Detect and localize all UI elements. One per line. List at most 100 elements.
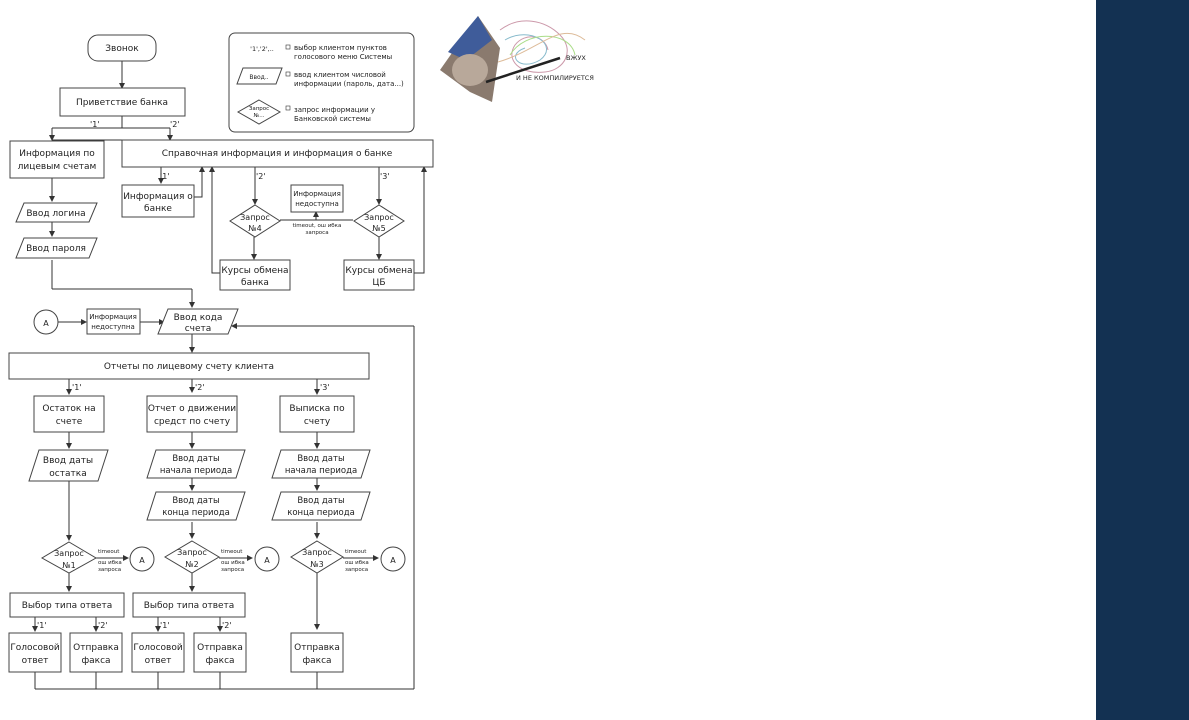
node-label: недоступна — [91, 323, 135, 331]
legend-symbol-query-b: №... — [254, 113, 265, 119]
edge-label-1: '1' — [160, 172, 170, 181]
node-label: №4 — [248, 224, 261, 233]
timeout-label-2: timeout ош ибка запроса — [221, 549, 245, 573]
scribble — [497, 32, 586, 63]
node-bal-date: Ввод даты остатка — [28, 449, 109, 482]
node-q5: Запрос №5 — [353, 204, 405, 238]
node-start-1: Ввод даты начала периода — [146, 449, 246, 479]
node-label: Запрос — [302, 548, 332, 557]
node-label: Ввод даты — [172, 496, 219, 506]
node-a-3: A — [380, 546, 406, 572]
legend-symbol-query-shape — [236, 99, 282, 125]
node-label: №3 — [310, 560, 323, 569]
timeout-text: timeout — [98, 549, 120, 555]
node-q4: Запрос №4 — [229, 204, 281, 238]
node-unavail-left: Информация недоступна — [86, 308, 141, 335]
node-label: Выписка по — [289, 404, 345, 414]
node-label: Выбор типа ответа — [144, 601, 235, 611]
edge-label-1: '1' — [37, 621, 47, 630]
legend-bullet — [285, 44, 291, 50]
node-balance: Остаток на счете — [33, 395, 105, 433]
timeout-text: запроса — [98, 567, 121, 573]
node-greeting: Приветствие банка — [59, 87, 186, 117]
node-label: Информация — [89, 313, 137, 321]
node-label: A — [390, 556, 396, 565]
node-label: Отправка — [197, 643, 243, 653]
node-label: Информация по — [19, 149, 95, 159]
node-label: остатка — [49, 469, 86, 479]
scribble — [499, 20, 568, 73]
node-label: ответ — [22, 656, 49, 666]
legend-bullet — [285, 105, 291, 111]
node-label: Справочная информация и информация о бан… — [162, 149, 393, 159]
node-label: Голосовой — [133, 643, 183, 653]
node-label: A — [43, 319, 49, 328]
legend-text-2a: ввод клиентом числовой — [294, 71, 386, 79]
wizard-hat-shape — [448, 16, 492, 60]
edge-label-1: '1' — [72, 383, 82, 392]
legend-box — [228, 32, 415, 133]
legend: '1','2',.. выбор клиентом пунктов голосо… — [228, 32, 415, 133]
timeout-label: запроса — [305, 230, 328, 236]
node-fax-3: Отправка факса — [290, 632, 344, 673]
node-label: Отчет о движении — [148, 404, 236, 414]
edge-label-3: '3' — [380, 172, 390, 181]
node-label: лицевым счетам — [18, 162, 97, 172]
node-a-1: A — [129, 546, 155, 572]
meme-image: ВЖУХ И НЕ КОМПИЛИРУЕТСЯ — [440, 16, 594, 102]
meme-text-1: ВЖУХ — [566, 54, 586, 62]
node-label: банка — [241, 278, 269, 288]
node-label: банке — [144, 204, 172, 214]
edge-label-2: '2' — [98, 621, 108, 630]
timeout-text: ош ибка — [98, 560, 122, 566]
node-zvonok: Звонок — [87, 34, 157, 62]
node-voice-2: Голосовой ответ — [131, 632, 185, 673]
node-statement: Выписка по счету — [279, 395, 355, 433]
timeout-text: ош ибка — [345, 560, 369, 566]
node-a-2: A — [254, 546, 280, 572]
node-rates-bank: Курсы обмена банка — [219, 259, 291, 291]
node-login: Ввод логина — [15, 202, 98, 223]
legend-text-1a: выбор клиентом пунктов — [294, 44, 387, 52]
timeout-text: запроса — [221, 567, 244, 573]
node-label: Отправка — [294, 643, 340, 653]
edge-labels: '1' '2' '1' '2' '3' '1' '2' '3' '1' '2' … — [37, 120, 390, 630]
node-label: факса — [81, 656, 110, 666]
node-label: №5 — [372, 224, 385, 233]
node-label: A — [264, 556, 270, 565]
legend-text-2b: информации (пароль, дата...) — [294, 80, 404, 88]
node-label: Запрос — [240, 213, 270, 222]
node-q3: Запрос №3 — [290, 540, 344, 574]
node-label: Ввод логина — [26, 209, 85, 219]
node-label: Ввод даты — [172, 454, 219, 464]
node-ref-info: Справочная информация и информация о бан… — [121, 139, 434, 168]
node-label: конца периода — [162, 508, 230, 518]
node-unavail-top: Информация недоступна — [290, 184, 344, 213]
legend-text-1b: голосового меню Системы — [294, 53, 392, 61]
scribble — [509, 35, 576, 56]
node-a-left: A — [33, 309, 59, 335]
node-rates-cb: Курсы обмена ЦБ — [343, 259, 415, 291]
node-label: Запрос — [364, 213, 394, 222]
node-fax-1: Отправка факса — [69, 632, 123, 673]
node-label: Запрос — [54, 549, 84, 558]
node-label: Выбор типа ответа — [22, 601, 113, 611]
node-label: факса — [205, 656, 234, 666]
node-label: Ввод кода — [174, 313, 223, 323]
node-label: Ввод пароля — [26, 244, 86, 254]
node-q1: Запрос №1 — [40, 541, 98, 574]
timeout-label-1: timeout ош ибка запроса — [98, 549, 122, 573]
legend-symbol-query-a: Запрос — [249, 106, 269, 112]
legend-bullet — [285, 71, 291, 77]
node-label: Курсы обмена — [345, 266, 412, 276]
node-label: Курсы обмена — [221, 266, 288, 276]
node-label: конца периода — [287, 508, 355, 518]
node-label: №1 — [62, 561, 75, 570]
cat-face — [452, 54, 488, 86]
node-label: Ввод даты — [297, 496, 344, 506]
node-label: ответ — [145, 656, 172, 666]
node-end-2: Ввод даты конца периода — [271, 491, 371, 521]
timeout-text: timeout — [221, 549, 243, 555]
node-voice-1: Голосовой ответ — [8, 632, 62, 673]
node-label: средст по счету — [154, 417, 231, 427]
